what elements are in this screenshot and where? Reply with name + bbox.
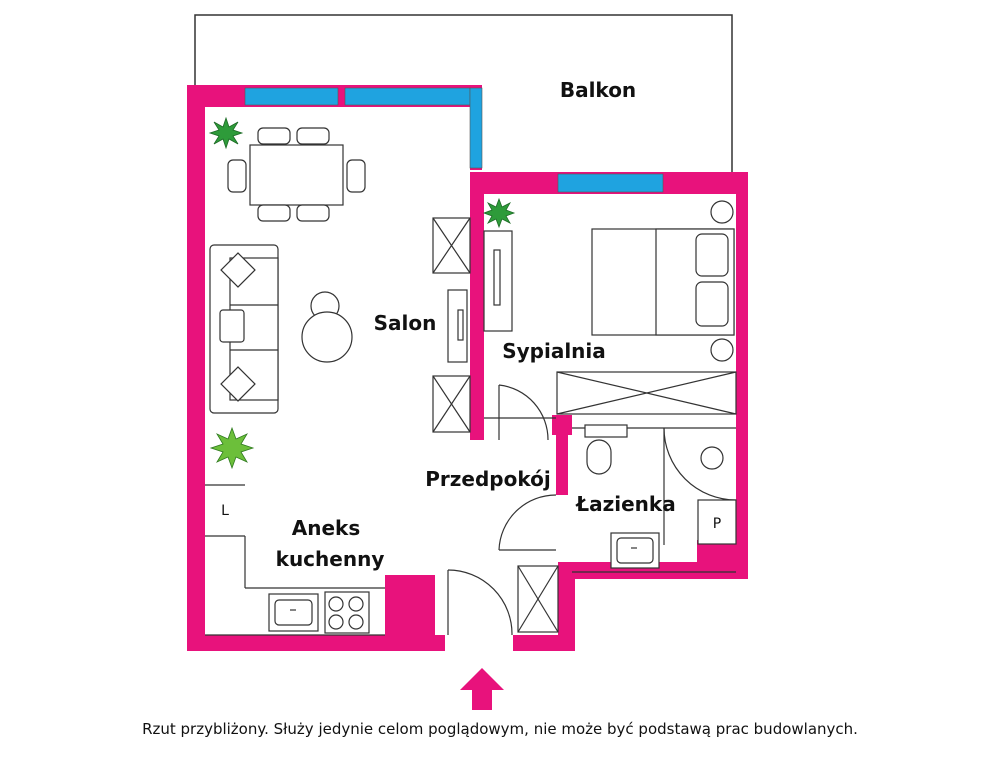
room-label-bathroom: Łazienka [575, 492, 675, 516]
coffee-table [301, 291, 353, 363]
plant-icon [209, 426, 255, 470]
doors [447, 384, 737, 636]
fridge-label: L [221, 503, 229, 519]
room-label-hallway: Przedpokój [425, 467, 550, 491]
kitchen-fixtures [268, 591, 370, 634]
floor-plan: L P Balkon Salon Sypialnia Przedpokój Ła… [187, 14, 748, 710]
room-label-living: Salon [374, 311, 437, 335]
room-label-kitchen-line1: Aneks [292, 516, 361, 540]
disclaimer-caption: Rzut przybliżony. Służy jedynie celom po… [142, 720, 858, 738]
room-label-balcony: Balkon [560, 78, 636, 102]
entrance-arrow-icon [460, 668, 504, 710]
washer-label: P [713, 516, 721, 532]
bed [591, 200, 735, 362]
room-label-bedroom: Sypialnia [502, 339, 606, 363]
plant-icon [208, 116, 244, 150]
wardrobes [432, 217, 737, 633]
windows [244, 87, 664, 193]
room-label-kitchen-line2: kuchenny [276, 547, 385, 571]
bathroom-fixtures [584, 424, 737, 569]
sofa [209, 244, 279, 414]
plant-icon [482, 197, 516, 229]
balcony-outline [194, 14, 733, 172]
dining-set [227, 127, 366, 222]
